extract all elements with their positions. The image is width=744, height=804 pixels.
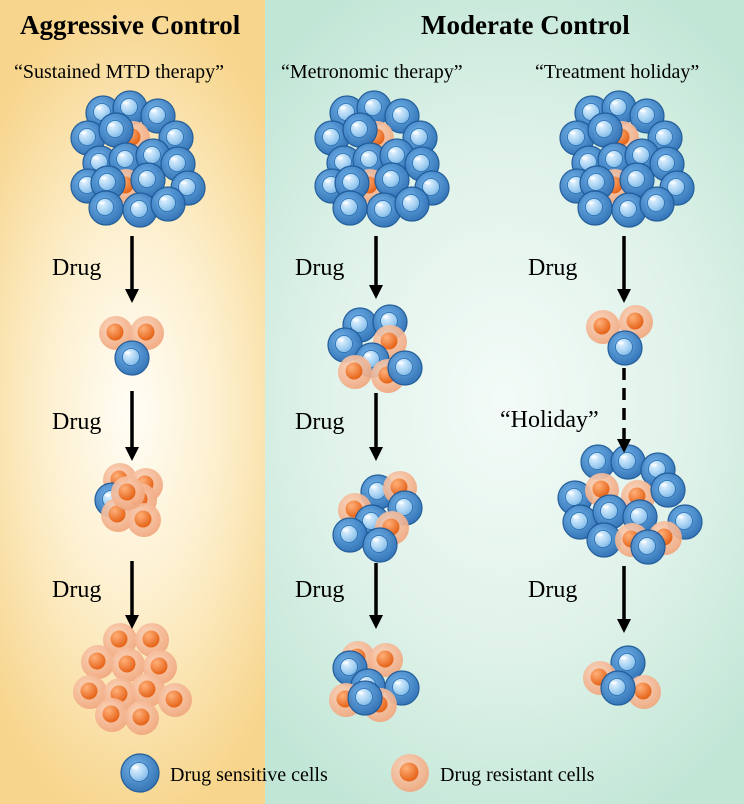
drug-resistant-cell — [130, 316, 164, 350]
drug-resistant-cell — [73, 675, 107, 709]
drug-resistant-cell — [131, 673, 165, 707]
drug-sensitive-cell — [342, 112, 378, 148]
drug-label: Drug — [295, 255, 345, 281]
drug-sensitive-cell — [362, 527, 398, 563]
drug-sensitive-cell — [150, 186, 186, 222]
drug-label: Drug — [52, 577, 102, 603]
drug-sensitive-cell — [394, 186, 430, 222]
drug-sensitive-cell — [650, 472, 686, 508]
drug-sensitive-cell — [630, 529, 666, 565]
mtd-therapy-label: “Sustained MTD therapy” — [14, 61, 224, 83]
drug-sensitive-cell — [387, 350, 423, 386]
treatment-holiday-label: “Treatment holiday” — [535, 61, 700, 83]
drug-sensitive-cell — [88, 190, 124, 226]
drug-resistant-cell — [81, 645, 115, 679]
drug-resistant-cell — [158, 683, 192, 717]
drug-resistant-cell — [586, 310, 620, 344]
drug-resistant-cell — [99, 316, 133, 350]
drug-sensitive-cell — [90, 165, 126, 201]
drug-sensitive-cell — [114, 340, 150, 376]
legend-resistant-label: Drug resistant cells — [440, 764, 595, 786]
drug-resistant-cell — [391, 754, 429, 792]
drug-sensitive-cell — [120, 753, 160, 793]
drug-sensitive-cell — [580, 444, 616, 480]
holiday-label: “Holiday” — [500, 407, 599, 433]
drug-label: Drug — [528, 255, 578, 281]
drug-resistant-cell — [127, 503, 161, 537]
drug-resistant-cell — [95, 698, 129, 732]
drug-sensitive-cell — [562, 504, 598, 540]
drug-resistant-cell — [619, 305, 653, 339]
drug-sensitive-cell — [587, 112, 623, 148]
drug-sensitive-cell — [334, 165, 370, 201]
drug-resistant-cell — [627, 675, 661, 709]
legend-sensitive-label: Drug sensitive cells — [170, 764, 328, 786]
drug-label: Drug — [295, 577, 345, 603]
drug-sensitive-cell — [639, 186, 675, 222]
drug-resistant-cell — [125, 701, 159, 735]
drug-sensitive-cell — [611, 192, 647, 228]
drug-sensitive-cell — [122, 192, 158, 228]
drug-sensitive-cell — [332, 517, 368, 553]
aggressive-control-title: Aggressive Control — [20, 10, 241, 40]
drug-sensitive-cell — [579, 165, 615, 201]
drug-resistant-cell — [135, 623, 169, 657]
drug-resistant-cell — [369, 643, 403, 677]
drug-sensitive-cell — [619, 162, 655, 198]
drug-label: Drug — [528, 577, 578, 603]
drug-sensitive-cell — [600, 670, 636, 706]
drug-resistant-cell — [338, 355, 372, 389]
moderate-control-title: Moderate Control — [421, 10, 630, 40]
drug-resistant-cell — [111, 648, 145, 682]
drug-sensitive-cell — [607, 330, 643, 366]
drug-label: Drug — [52, 409, 102, 435]
drug-label: Drug — [52, 255, 102, 281]
drug-sensitive-cell — [366, 192, 402, 228]
drug-sensitive-cell — [347, 680, 383, 716]
drug-sensitive-cell — [98, 112, 134, 148]
drug-sensitive-cell — [158, 120, 194, 156]
drug-sensitive-cell — [577, 190, 613, 226]
drug-resistant-cell — [111, 476, 145, 510]
drug-label: Drug — [295, 409, 345, 435]
drug-sensitive-cell — [327, 327, 363, 363]
metronomic-therapy-label: “Metronomic therapy” — [281, 61, 463, 83]
drug-sensitive-cell — [332, 190, 368, 226]
drug-sensitive-cell — [85, 95, 121, 131]
drug-sensitive-cell — [610, 444, 646, 480]
